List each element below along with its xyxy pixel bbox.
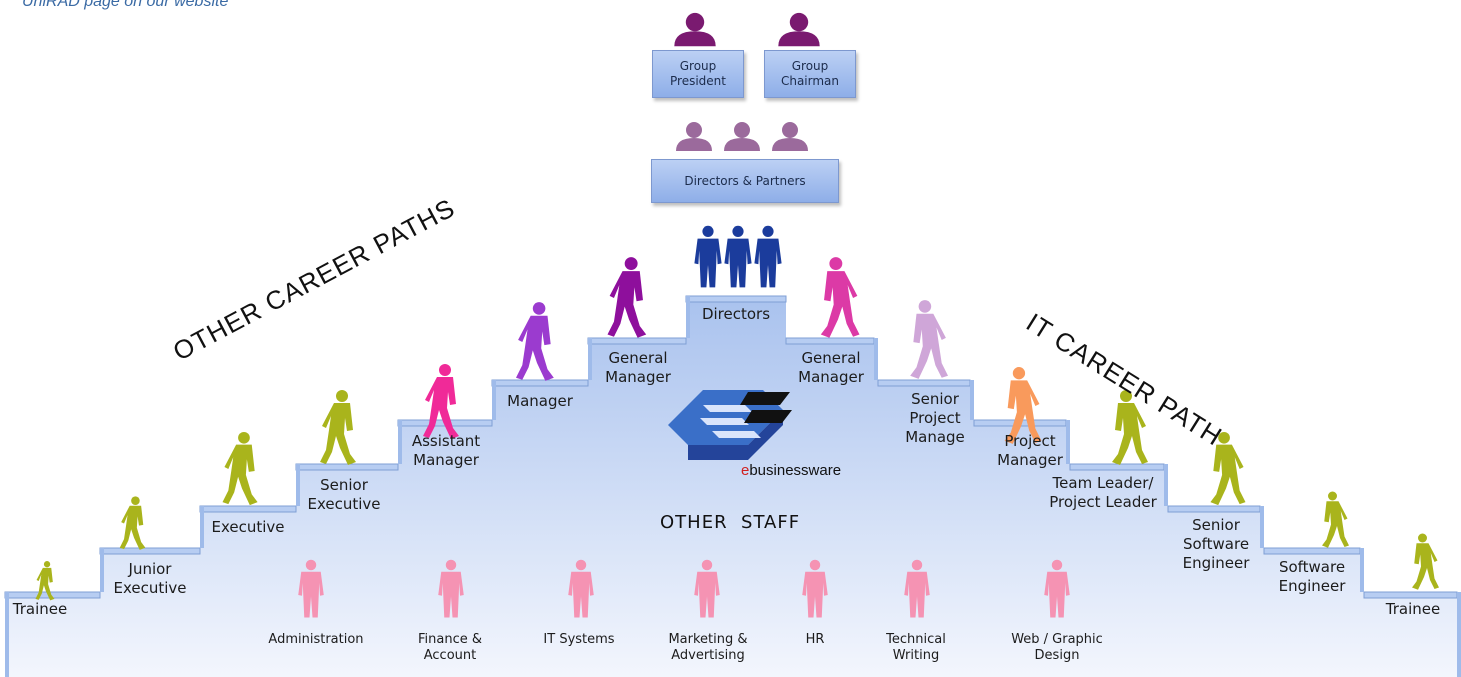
- left-step-edge-riser: [5, 592, 9, 677]
- right-step-edge-riser: [1457, 592, 1461, 677]
- right-step-edge: [877, 379, 971, 387]
- department-label: Administration: [268, 632, 364, 647]
- left-step-edge-riser: [588, 338, 592, 380]
- staircase-steps: [4, 295, 1461, 677]
- right-step-label: Senior Software Engineer: [1182, 516, 1250, 572]
- director-figure: [724, 225, 752, 288]
- left-step-label: Trainee: [12, 600, 68, 618]
- right-step-edge: [1167, 505, 1261, 513]
- partner-figure: [676, 122, 712, 151]
- group-president-box: Group President: [652, 50, 744, 98]
- left-step-edge-riser: [100, 548, 104, 592]
- right-step-label: Senior Project Manage: [905, 390, 965, 446]
- top-step-edge: [685, 295, 787, 303]
- right-step-edge: [1263, 547, 1361, 555]
- department-label: Web / Graphic Design: [1011, 632, 1103, 663]
- left-step-figure: [607, 257, 647, 338]
- left-step-label: Executive: [211, 518, 285, 536]
- left-step-edge: [199, 505, 297, 513]
- chairman-figure: [778, 12, 820, 47]
- left-step-edge-riser: [492, 380, 496, 420]
- right-step-edge-riser: [1164, 464, 1168, 506]
- right-step-figure: [910, 300, 948, 379]
- right-step-figure: [1322, 491, 1349, 548]
- logo-letter-e: e: [741, 462, 750, 479]
- department-label: Technical Writing: [886, 632, 946, 663]
- right-step-edge: [1069, 463, 1165, 471]
- right-step-label: Software Engineer: [1278, 558, 1346, 595]
- left-step-figure: [320, 390, 356, 465]
- partner-figure: [772, 122, 808, 151]
- left-step-figure: [222, 431, 258, 506]
- ebusinessware-logo: [668, 390, 792, 460]
- left-step-label: General Manager: [605, 349, 671, 386]
- right-step-figure: [1412, 533, 1439, 590]
- department-label: Marketing & Advertising: [668, 632, 748, 663]
- right-step-edge-riser: [1260, 506, 1264, 548]
- right-step-edge: [1363, 591, 1458, 599]
- right-step-edge-riser: [1360, 548, 1364, 592]
- other-staff-title: OTHER STAFF: [660, 512, 801, 533]
- right-step-figure: [820, 257, 860, 338]
- right-step-edge-riser: [970, 380, 974, 420]
- department-label: Finance & Account: [417, 632, 482, 663]
- step-label-directors: Directors: [701, 305, 771, 323]
- group-chairman-box: Group Chairman: [764, 50, 856, 98]
- right-step-label: Project Manager: [997, 432, 1063, 469]
- logo-wordmark: ebusinessware: [741, 462, 841, 479]
- partner-figure: [724, 122, 760, 151]
- left-step-edge-riser: [200, 506, 204, 548]
- left-step-label: Assistant Manager: [411, 432, 481, 469]
- page-caption: UniRAD page on our website: [22, 0, 229, 10]
- directors-partners-box: Directors & Partners: [651, 159, 839, 203]
- right-step-edge-riser: [874, 338, 878, 380]
- left-step-figure: [516, 302, 554, 381]
- left-step-label: Junior Executive: [113, 560, 187, 597]
- right-step-edge-riser: [1066, 420, 1070, 464]
- director-figure: [694, 225, 722, 288]
- right-step-label: Team Leader/ Project Leader: [1049, 474, 1157, 511]
- left-step-edge: [99, 547, 201, 555]
- left-step-edge: [491, 379, 589, 387]
- president-figure: [674, 12, 716, 47]
- left-step-edge: [587, 337, 687, 345]
- left-step-edge: [295, 463, 399, 471]
- department-label: HR: [805, 632, 825, 647]
- left-step-label: Manager: [507, 392, 573, 410]
- top-step-edge-riser: [686, 296, 690, 338]
- left-step-figure: [119, 496, 146, 550]
- right-step-label: Trainee: [1385, 600, 1441, 618]
- logo-text-rest: businessware: [749, 462, 842, 479]
- left-step-label: Senior Executive: [307, 476, 381, 513]
- director-figure: [754, 225, 782, 288]
- right-step-label: General Manager: [798, 349, 864, 386]
- left-step-edge-riser: [296, 464, 300, 506]
- left-step-edge-riser: [398, 420, 402, 464]
- department-label: IT Systems: [543, 632, 615, 647]
- staircase-body: [5, 296, 1461, 677]
- right-step-edge: [785, 337, 875, 345]
